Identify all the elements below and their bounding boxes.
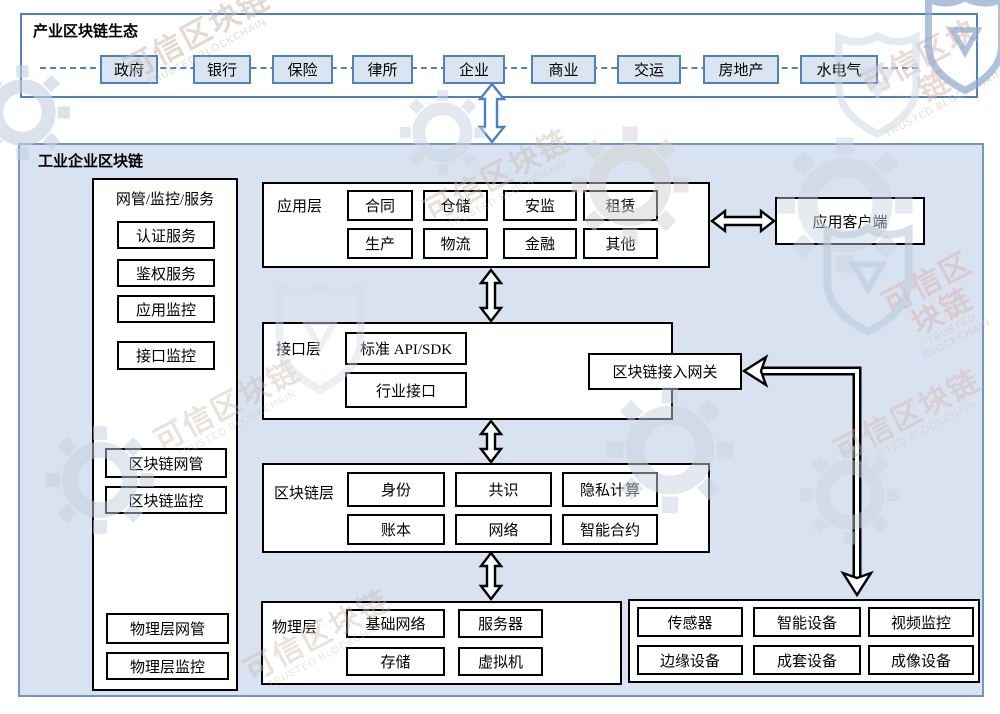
mgmt-item-label: 区块链监控 xyxy=(128,493,204,510)
app-item-label: 合同 xyxy=(364,199,395,215)
chain-item-ledger: 账本 xyxy=(347,514,445,545)
device-item-label: 传感器 xyxy=(667,615,713,632)
eco-node-label: 政府 xyxy=(113,63,144,79)
app-item-logistics: 物流 xyxy=(423,228,488,259)
app-item-label: 其他 xyxy=(605,237,636,253)
phys-item-label: 基础网络 xyxy=(365,617,426,633)
mgmt-item-label: 认证服务 xyxy=(135,228,196,245)
mgmt-item-phys-monitor: 物理层监控 xyxy=(106,652,229,680)
eco-node-label: 交运 xyxy=(633,63,664,79)
mgmt-item-label: 物理层监控 xyxy=(129,659,205,676)
phys-item-server: 服务器 xyxy=(458,609,543,638)
mgmt-item-label: 接口监控 xyxy=(135,349,196,365)
mgmt-item-authz: 鉴权服务 xyxy=(117,259,215,287)
app-item-finance: 金融 xyxy=(503,228,577,259)
app-item-label: 生产 xyxy=(364,237,395,253)
interface-item-label: 标准 API/SDK xyxy=(359,342,453,358)
app-item-contract: 合同 xyxy=(347,190,413,221)
chain-item-label: 网络 xyxy=(488,523,519,539)
physical-layer-label: 物理层 xyxy=(272,620,318,636)
ecosystem-title: 产业区块链生态 xyxy=(33,24,139,40)
app-item-label: 物流 xyxy=(440,237,471,253)
interface-item-api-sdk: 标准 API/SDK xyxy=(345,332,467,365)
eco-node-enterprise: 企业 xyxy=(443,55,505,84)
device-item-label: 成像设备 xyxy=(890,653,951,670)
application-layer-label: 应用层 xyxy=(277,199,323,215)
app-item-other: 其他 xyxy=(583,228,658,259)
app-item-label: 仓储 xyxy=(440,199,471,215)
chain-item-label: 共识 xyxy=(488,483,519,499)
eco-node-transport: 交运 xyxy=(617,55,681,84)
chain-item-consensus: 共识 xyxy=(455,472,552,507)
chain-item-privacy: 隐私计算 xyxy=(562,472,658,507)
phys-item-vm: 虚拟机 xyxy=(458,647,543,676)
device-item-edge: 边缘设备 xyxy=(637,645,743,675)
eco-node-label: 水电气 xyxy=(816,63,862,79)
mgmt-item-phys-netmgmt: 物理层网管 xyxy=(106,613,229,644)
device-item-video: 视频监控 xyxy=(868,607,974,637)
gateway-box: 区块链接入网关 xyxy=(588,353,742,390)
app-item-label: 安监 xyxy=(524,199,555,215)
eco-node-label: 商业 xyxy=(548,63,579,79)
mgmt-item-api-monitor: 接口监控 xyxy=(117,341,215,370)
eco-node-government: 政府 xyxy=(100,55,158,84)
industrial-title: 工业企业区块链 xyxy=(38,154,144,170)
eco-node-label: 企业 xyxy=(458,63,489,79)
mgmt-item-label: 物理层网管 xyxy=(129,622,205,638)
phys-item-storage: 存储 xyxy=(346,647,445,676)
app-item-label: 租赁 xyxy=(605,199,636,215)
eco-node-label: 保险 xyxy=(287,63,318,79)
eco-node-bank: 银行 xyxy=(193,55,251,84)
eco-node-label: 银行 xyxy=(206,63,237,79)
eco-node-commerce: 商业 xyxy=(531,55,596,84)
app-client-label: 应用客户端 xyxy=(812,214,888,231)
chain-item-label: 账本 xyxy=(380,523,411,539)
phys-item-label: 服务器 xyxy=(477,617,523,633)
device-item-label: 边缘设备 xyxy=(659,653,720,670)
device-item-sensor: 传感器 xyxy=(637,607,743,637)
eco-node-realestate: 房地产 xyxy=(703,55,779,84)
eco-node-label: 律所 xyxy=(367,63,398,79)
phys-item-network: 基础网络 xyxy=(346,609,445,638)
chain-item-smartcontract: 智能合约 xyxy=(562,514,658,545)
phys-item-label: 存储 xyxy=(380,655,411,671)
app-item-lease: 租赁 xyxy=(583,190,658,221)
device-item-smart: 智能设备 xyxy=(753,607,861,637)
mgmt-item-chain-monitor: 区块链监控 xyxy=(105,486,227,514)
mgmt-item-label: 区块链网管 xyxy=(128,456,204,473)
mgmt-item-auth: 认证服务 xyxy=(117,221,215,249)
phys-item-label: 虚拟机 xyxy=(477,655,523,671)
interface-layer-label: 接口层 xyxy=(276,342,322,358)
device-item-set: 成套设备 xyxy=(753,645,861,675)
gateway-label: 区块链接入网关 xyxy=(612,365,718,381)
management-title: 网管/监控/服务 xyxy=(115,192,215,208)
app-client-box: 应用客户端 xyxy=(775,197,925,245)
blockchain-layer-label: 区块链层 xyxy=(274,486,335,502)
mgmt-item-label: 应用监控 xyxy=(135,302,196,319)
mgmt-item-app-monitor: 应用监控 xyxy=(117,295,215,323)
chain-item-label: 隐私计算 xyxy=(579,483,640,499)
eco-node-utilities: 水电气 xyxy=(800,55,878,84)
device-item-label: 成套设备 xyxy=(776,653,837,670)
interface-item-industry: 行业接口 xyxy=(345,372,467,408)
app-item-label: 金融 xyxy=(524,237,555,253)
app-item-production: 生产 xyxy=(347,228,413,259)
mgmt-item-label: 鉴权服务 xyxy=(135,266,196,283)
app-item-safety: 安监 xyxy=(503,190,577,221)
eco-node-lawfirm: 律所 xyxy=(352,55,413,84)
interface-item-label: 行业接口 xyxy=(375,383,436,400)
chain-item-identity: 身份 xyxy=(347,472,445,507)
device-item-label: 视频监控 xyxy=(890,615,951,632)
device-item-label: 智能设备 xyxy=(776,615,837,632)
mgmt-item-chain-netmgmt: 区块链网管 xyxy=(105,448,227,478)
app-item-warehouse: 仓储 xyxy=(423,190,488,221)
eco-node-label: 房地产 xyxy=(718,63,764,79)
chain-item-label: 智能合约 xyxy=(579,523,640,539)
device-item-imaging: 成像设备 xyxy=(868,645,974,675)
eco-node-insurance: 保险 xyxy=(272,55,333,84)
chain-item-label: 身份 xyxy=(380,483,411,499)
chain-item-network: 网络 xyxy=(455,514,552,545)
